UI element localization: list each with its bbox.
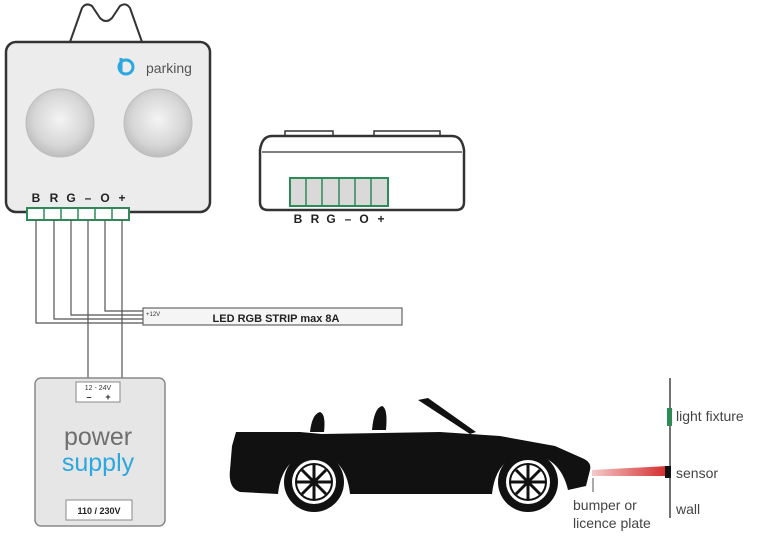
car-rear-wheel: [284, 452, 344, 512]
led-strip-body: [142, 307, 403, 326]
sensor-mount-icon: [665, 466, 671, 478]
connector-unit: B R G – O +: [258, 130, 466, 226]
power-supply-output-voltage: 12 - 24V: [85, 385, 112, 392]
light-fixture-label: light fixture: [676, 408, 744, 424]
led-strip-voltage-label: +12V: [146, 312, 160, 318]
connector-pin-o: O: [359, 212, 368, 226]
sensor-pin-r: R: [50, 191, 59, 205]
car-body: [229, 432, 591, 494]
sensor-pin-plus: +: [118, 191, 125, 205]
power-supply-output-terminal: [75, 381, 121, 403]
sensor-pin-o: O: [100, 191, 109, 205]
connector-top-cap: [284, 130, 441, 136]
connector-pin-g: G: [326, 212, 335, 226]
power-supply-plus-label: +: [105, 392, 110, 402]
connector-pin-r: R: [311, 212, 320, 226]
mounting-bracket: [69, 3, 143, 43]
power-supply-word-power: power: [64, 423, 132, 451]
sensor-label: sensor: [676, 465, 718, 481]
ultrasonic-lens-left: [25, 88, 95, 158]
car-front-wheel: [498, 452, 558, 512]
ultrasonic-lens-right: [123, 88, 193, 158]
connector-pin-minus: –: [345, 212, 352, 226]
wall-label: wall: [675, 501, 700, 517]
sensor-beam: [592, 466, 668, 476]
brand-name: parking: [146, 60, 192, 76]
power-supply-input-voltage: 110 / 230V: [77, 506, 120, 516]
led-strip-label: LED RGB STRIP max 8A: [213, 313, 340, 325]
led-strip: +12V LED RGB STRIP max 8A: [142, 307, 403, 326]
light-fixture-icon: [667, 408, 672, 426]
power-supply-housing: [34, 377, 166, 527]
brand-logo-icon: [117, 58, 135, 76]
sensor-pin-minus: –: [85, 191, 92, 205]
sensor-unit: parking B R G – O +: [4, 3, 212, 221]
connector-pin-b: B: [294, 212, 303, 226]
car-icon: [229, 398, 591, 512]
bumper-label-line1: bumper or: [573, 497, 637, 513]
power-supply-word-supply: supply: [62, 449, 135, 477]
connector-pin-plus: +: [377, 212, 384, 226]
bumper-label-line2: licence plate: [573, 515, 651, 531]
wires: [35, 220, 148, 382]
sensor-pin-g: G: [66, 191, 75, 205]
power-supply: 12 - 24V – + power supply 110 / 230V: [34, 377, 166, 527]
power-supply-minus-label: –: [86, 392, 91, 402]
sensor-pin-b: B: [32, 191, 41, 205]
power-supply-input-terminal: [65, 499, 133, 521]
